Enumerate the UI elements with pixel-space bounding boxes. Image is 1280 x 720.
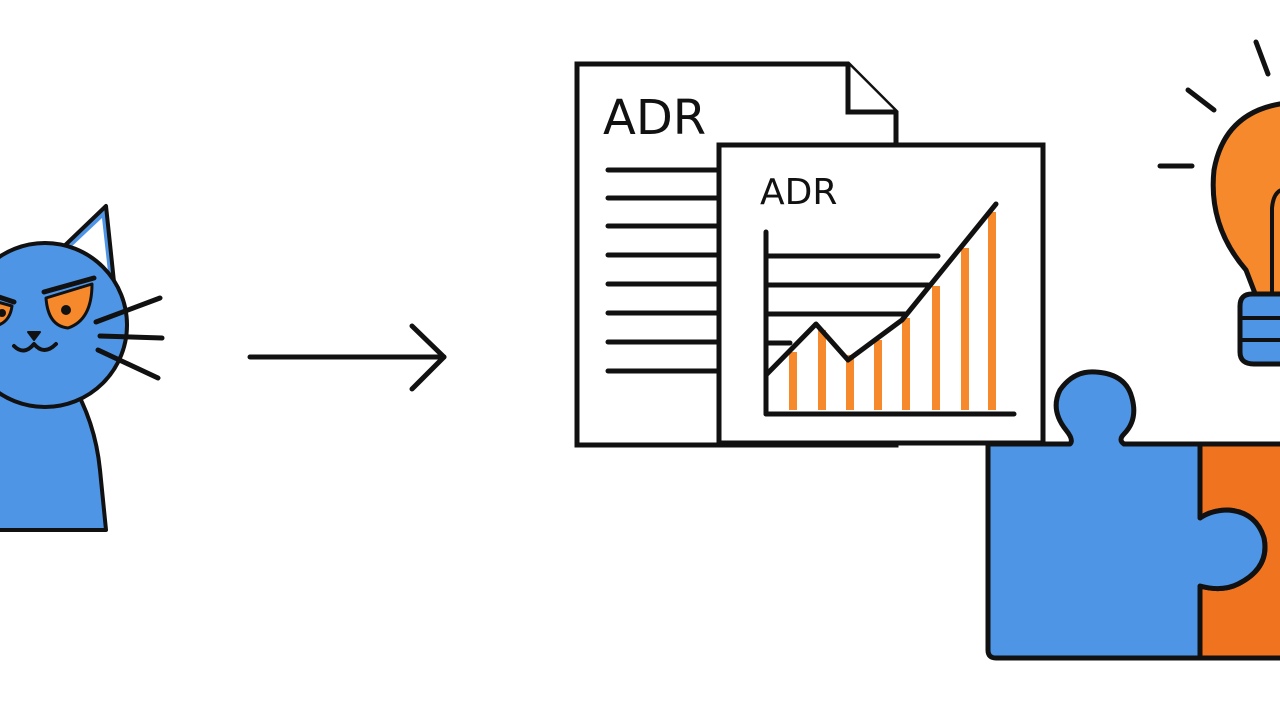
- lightbulb-filament: [1270, 188, 1280, 298]
- chart-trend-line: [763, 201, 999, 378]
- document-front-title: ADR: [760, 172, 837, 213]
- document-front-lines: [765, 253, 941, 346]
- chart-bar: [874, 340, 882, 410]
- lightbulb-base: [1237, 291, 1280, 367]
- chart-bar: [846, 355, 854, 410]
- cat-nose: [27, 331, 41, 341]
- chart-bar: [961, 248, 969, 410]
- cat-pupil-left: [0, 309, 6, 317]
- chart-bars: [789, 212, 996, 410]
- arrow-right-icon: [247, 323, 447, 392]
- cat-whisker-1: [93, 295, 163, 325]
- cat-whisker-3: [95, 347, 161, 381]
- document-back-fold: [845, 64, 896, 115]
- chart-bar: [789, 352, 797, 410]
- chart-trend: [763, 201, 1017, 417]
- cat-mouth: [12, 342, 58, 353]
- cat-eye-left: [0, 301, 14, 327]
- cat-icon: [0, 204, 165, 532]
- chart-bar: [988, 212, 996, 410]
- document-back-lines: [605, 167, 723, 374]
- puzzle-piece-blue: [985, 369, 1268, 661]
- lightbulb-glass: [1210, 101, 1280, 299]
- cat-brow-right: [41, 275, 97, 295]
- puzzle-icon: [985, 369, 1280, 661]
- arrow-head: [409, 323, 447, 392]
- lightbulb-icon: [1157, 39, 1280, 367]
- cat-ear-right-inner: [68, 218, 108, 272]
- lightbulb-ray: [1253, 39, 1271, 77]
- chart-bar: [932, 286, 940, 410]
- cat-whisker-2: [97, 333, 165, 341]
- cat-brow-left: [0, 294, 17, 305]
- chart-bar: [818, 330, 826, 410]
- cat-pupil-right: [61, 305, 71, 315]
- lightbulb-ray: [1185, 87, 1217, 113]
- chart-bar: [902, 318, 910, 410]
- document-back-title: ADR: [603, 90, 706, 146]
